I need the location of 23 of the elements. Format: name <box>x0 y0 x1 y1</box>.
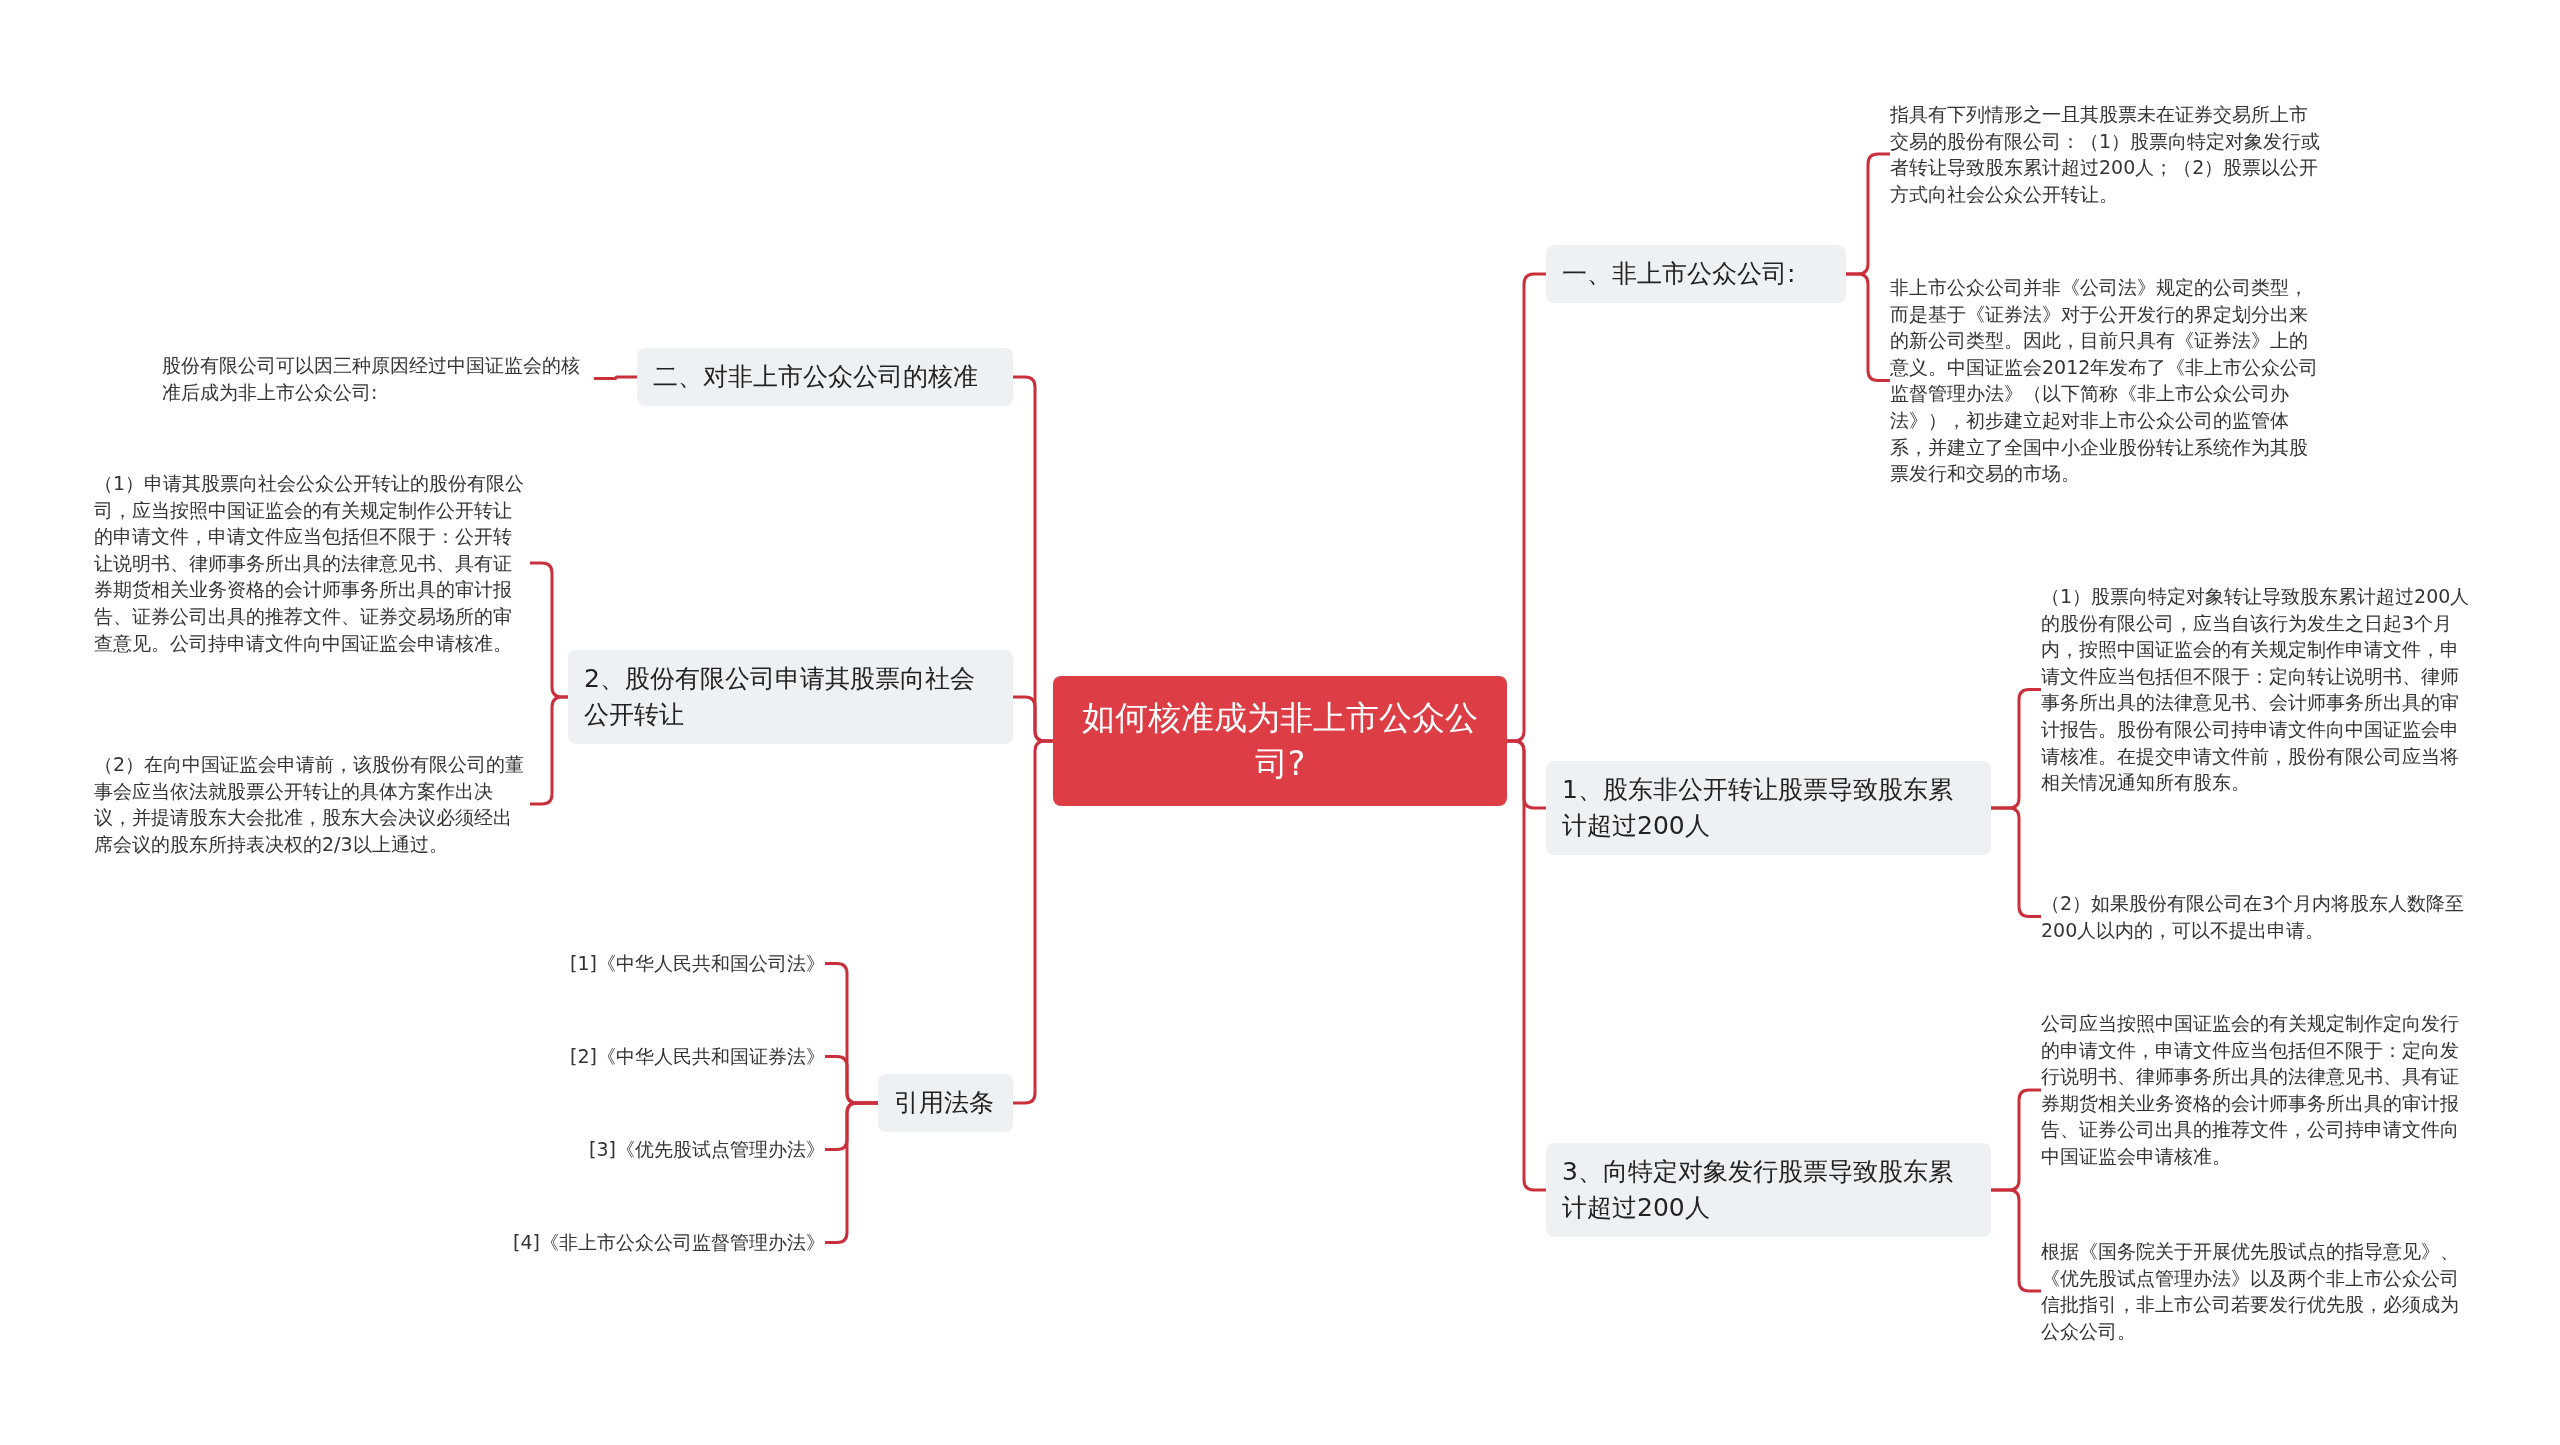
leaf-text: [3]《优先股试点管理办法》 <box>430 1136 825 1163</box>
leaf-text: 指具有下列情形之一且其股票未在证券交易所上市交易的股份有限公司：（1）股票向特定对象发行或者转让导致股东累计超过200人；（2）股票以公开方式向社会公众公开转让。 <box>1890 101 2322 208</box>
leaf-text: （2）如果股份有限公司在3个月内将股东人数降至200人以内的，可以不提出申请。 <box>2041 890 2477 944</box>
connector-line <box>594 375 637 380</box>
leaf-text: （1）股票向特定对象转让导致股东累计超过200人的股份有限公司，应当自该行为发生之日起3个月内，按照中国证监会的有关规定制作申请文件，申请文件应当包括但不限于：定向转让说明书、律师事务所出具的法律意见书、会计师事务所出具的审计报告。股份有限公司持申请文件向中国证监会申请核准。在提交申请文件前，股份有限公司应当将相关情况通知所有股东。 <box>2041 583 2477 796</box>
leaf-text: 公司应当按照中国证监会的有关规定制作定向发行的申请文件，申请文件应当包括但不限于：定向发行说明书、律师事务所出具的法律意见书、具有证券期货相关业务资格的会计师事务所出具的审计报告、证券公司出具的推荐文件，公司持申请文件向中国证监会申请核准。 <box>2041 1010 2477 1170</box>
leaf-text: [1]《中华人民共和国公司法》 <box>430 950 825 977</box>
branch-topic: 2、股份有限公司申请其股票向社会公开转让 <box>568 650 1013 744</box>
connector-line <box>1507 739 1546 1192</box>
connector-line <box>1013 739 1053 1105</box>
leaf-text: 根据《国务院关于开展优先股试点的指导意见》、《优先股试点管理办法》以及两个非上市公众公司信批指引，非上市公司若要发行优先股，必须成为公众公司。 <box>2041 1238 2477 1345</box>
branch-topic: 二、对非上市公众公司的核准 <box>637 348 1013 406</box>
leaf-text: （2）在向中国证监会申请前，该股份有限公司的董事会应当依法就股票公开转让的具体方案作出决议，并提请股东大会批准，股东大会决议必须经出席会议的股东所持表决权的2/3以上通过。 <box>94 751 530 858</box>
branch-topic: 3、向特定对象发行股票导致股东累计超过200人 <box>1546 1143 1991 1237</box>
branch-topic: 引用法条 <box>878 1074 1013 1132</box>
leaf-text: [4]《非上市公众公司监督管理办法》 <box>430 1229 825 1256</box>
leaf-text: [2]《中华人民共和国证券法》 <box>430 1043 825 1070</box>
branch-topic: 1、股东非公开转让股票导致股东累计超过200人 <box>1546 761 1991 855</box>
leaf-text: 股份有限公司可以因三种原因经过中国证监会的核准后成为非上市公众公司: <box>162 352 594 406</box>
leaf-text: 非上市公众公司并非《公司法》规定的公司类型，而是基于《证券法》对于公开发行的界定划分出来的新公司类型。因此，目前只具有《证券法》上的意义。中国证监会2012年发布了《非上市公众公司监督管理办法》（以下简称《非上市公众公司办法》），初步建立起对非上市公众公司的监管体系，并建立了全国中小企业股份转让系统作为其股票发行和交易的市场。 <box>1890 274 2322 487</box>
leaf-text: （1）申请其股票向社会公众公开转让的股份有限公司，应当按照中国证监会的有关规定制作公开转让的申请文件，申请文件应当包括但不限于：公开转让说明书、律师事务所出具的法律意见书、具有证券期货相关业务资格的会计师事务所出具的审计报告、证券公司出具的推荐文件、证券交易场所的审查意见。公司持申请文件向中国证监会申请核准。 <box>94 470 530 657</box>
central-topic: 如何核准成为非上市公众公司? <box>1053 676 1507 806</box>
branch-topic: 一、非上市公众公司: <box>1546 245 1846 303</box>
